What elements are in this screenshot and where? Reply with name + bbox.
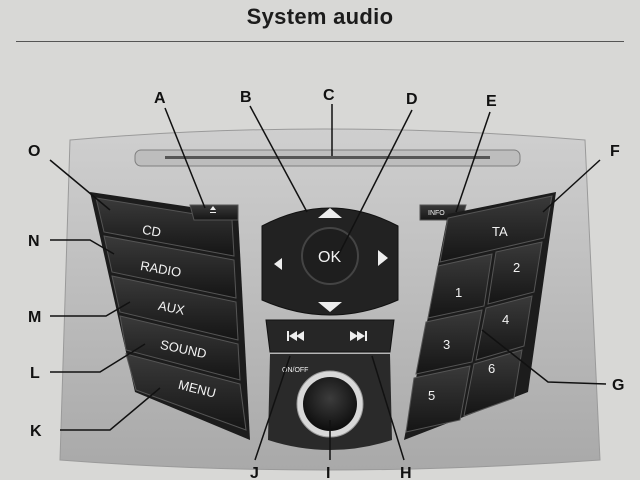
callout-g: G (612, 377, 624, 394)
info-label: INFO (428, 210, 445, 217)
seek-bar (266, 320, 394, 352)
callout-f: F (610, 143, 620, 160)
callout-m: M (28, 309, 41, 326)
callout-k: K (30, 423, 42, 440)
callout-j: J (250, 465, 259, 480)
preset-label-4: 4 (502, 312, 509, 327)
callout-a: A (154, 90, 166, 107)
callout-n: N (28, 233, 40, 250)
callout-b: B (240, 89, 252, 106)
callout-d: D (406, 91, 418, 108)
preset-label-2: 2 (513, 260, 520, 275)
ta-label: TA (492, 224, 508, 239)
preset-label-6: 6 (488, 361, 495, 376)
callout-h: H (400, 465, 412, 480)
callout-o: O (28, 143, 40, 160)
cd-label: CD (141, 222, 162, 240)
ok-label: OK (318, 249, 341, 266)
callout-c: C (323, 87, 335, 104)
preset-label-1: 1 (455, 285, 462, 300)
preset-label-3: 3 (443, 337, 450, 352)
callout-i: I (326, 465, 330, 480)
preset-label-5: 5 (428, 388, 435, 403)
callout-e: E (486, 93, 497, 110)
callout-l: L (30, 365, 40, 382)
